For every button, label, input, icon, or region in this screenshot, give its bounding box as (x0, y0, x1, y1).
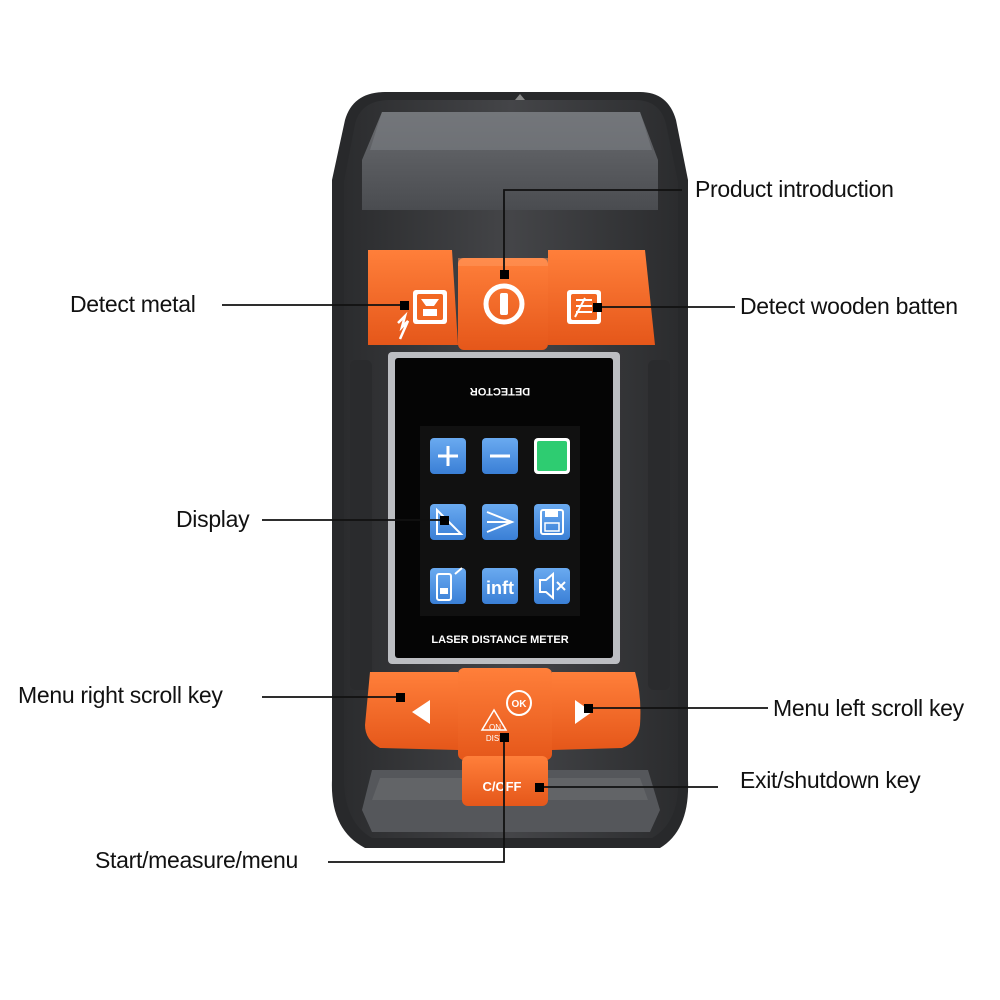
save-disk-icon (534, 504, 570, 540)
laser-beam-icon (482, 504, 518, 540)
dist-label: DIST (486, 734, 504, 743)
callout-display: Display (176, 506, 250, 532)
on-label: ON (489, 723, 501, 732)
callout-detect-metal: Detect metal (70, 291, 196, 317)
minus-icon (482, 438, 518, 474)
off-label: C/OFF (483, 779, 522, 794)
lightning-icon (397, 311, 410, 340)
exit-shutdown-button[interactable]: C/OFF (483, 779, 522, 794)
callout-menu-left-scroll-key: Menu left scroll key (773, 695, 964, 721)
distance-meter-icon (430, 567, 466, 604)
leader-start (328, 738, 505, 863)
detect-metal-button[interactable] (397, 290, 447, 340)
ok-label: OK (512, 699, 528, 710)
menu-left-scroll-button[interactable] (575, 700, 592, 724)
leader-dots (396, 270, 602, 792)
callout-exit-shutdown-key: Exit/shutdown key (740, 767, 921, 793)
top-button-row (368, 250, 655, 350)
start-measure-button[interactable]: OK ON DIST (480, 690, 532, 743)
callout-menu-right-scroll-key: Menu right scroll key (18, 682, 223, 708)
screen-footer: LASER DISTANCE METER (431, 634, 568, 646)
plus-icon (430, 438, 466, 474)
green-square-icon (534, 438, 570, 474)
menu-right-scroll-button[interactable] (412, 700, 430, 724)
leader-product-intro (503, 189, 682, 275)
product-introduction-button[interactable] (483, 283, 525, 325)
detect-wood-button[interactable] (567, 290, 601, 324)
bottom-button-row (365, 668, 641, 806)
warning-triangle-icon (480, 708, 508, 731)
inft-unit-icon: inft (482, 568, 518, 604)
screen-icon-grid: inft (430, 438, 570, 604)
screen-header: DETECTOR (470, 385, 530, 397)
callout-detect-wooden-batten: Detect wooden batten (740, 293, 958, 319)
mute-speaker-icon (534, 568, 570, 604)
callout-start-measure-menu: Start/measure/menu (95, 847, 298, 873)
leader-lines (222, 189, 768, 863)
callout-product-introduction: Product introduction (695, 176, 894, 202)
unit-label: inft (486, 578, 514, 598)
